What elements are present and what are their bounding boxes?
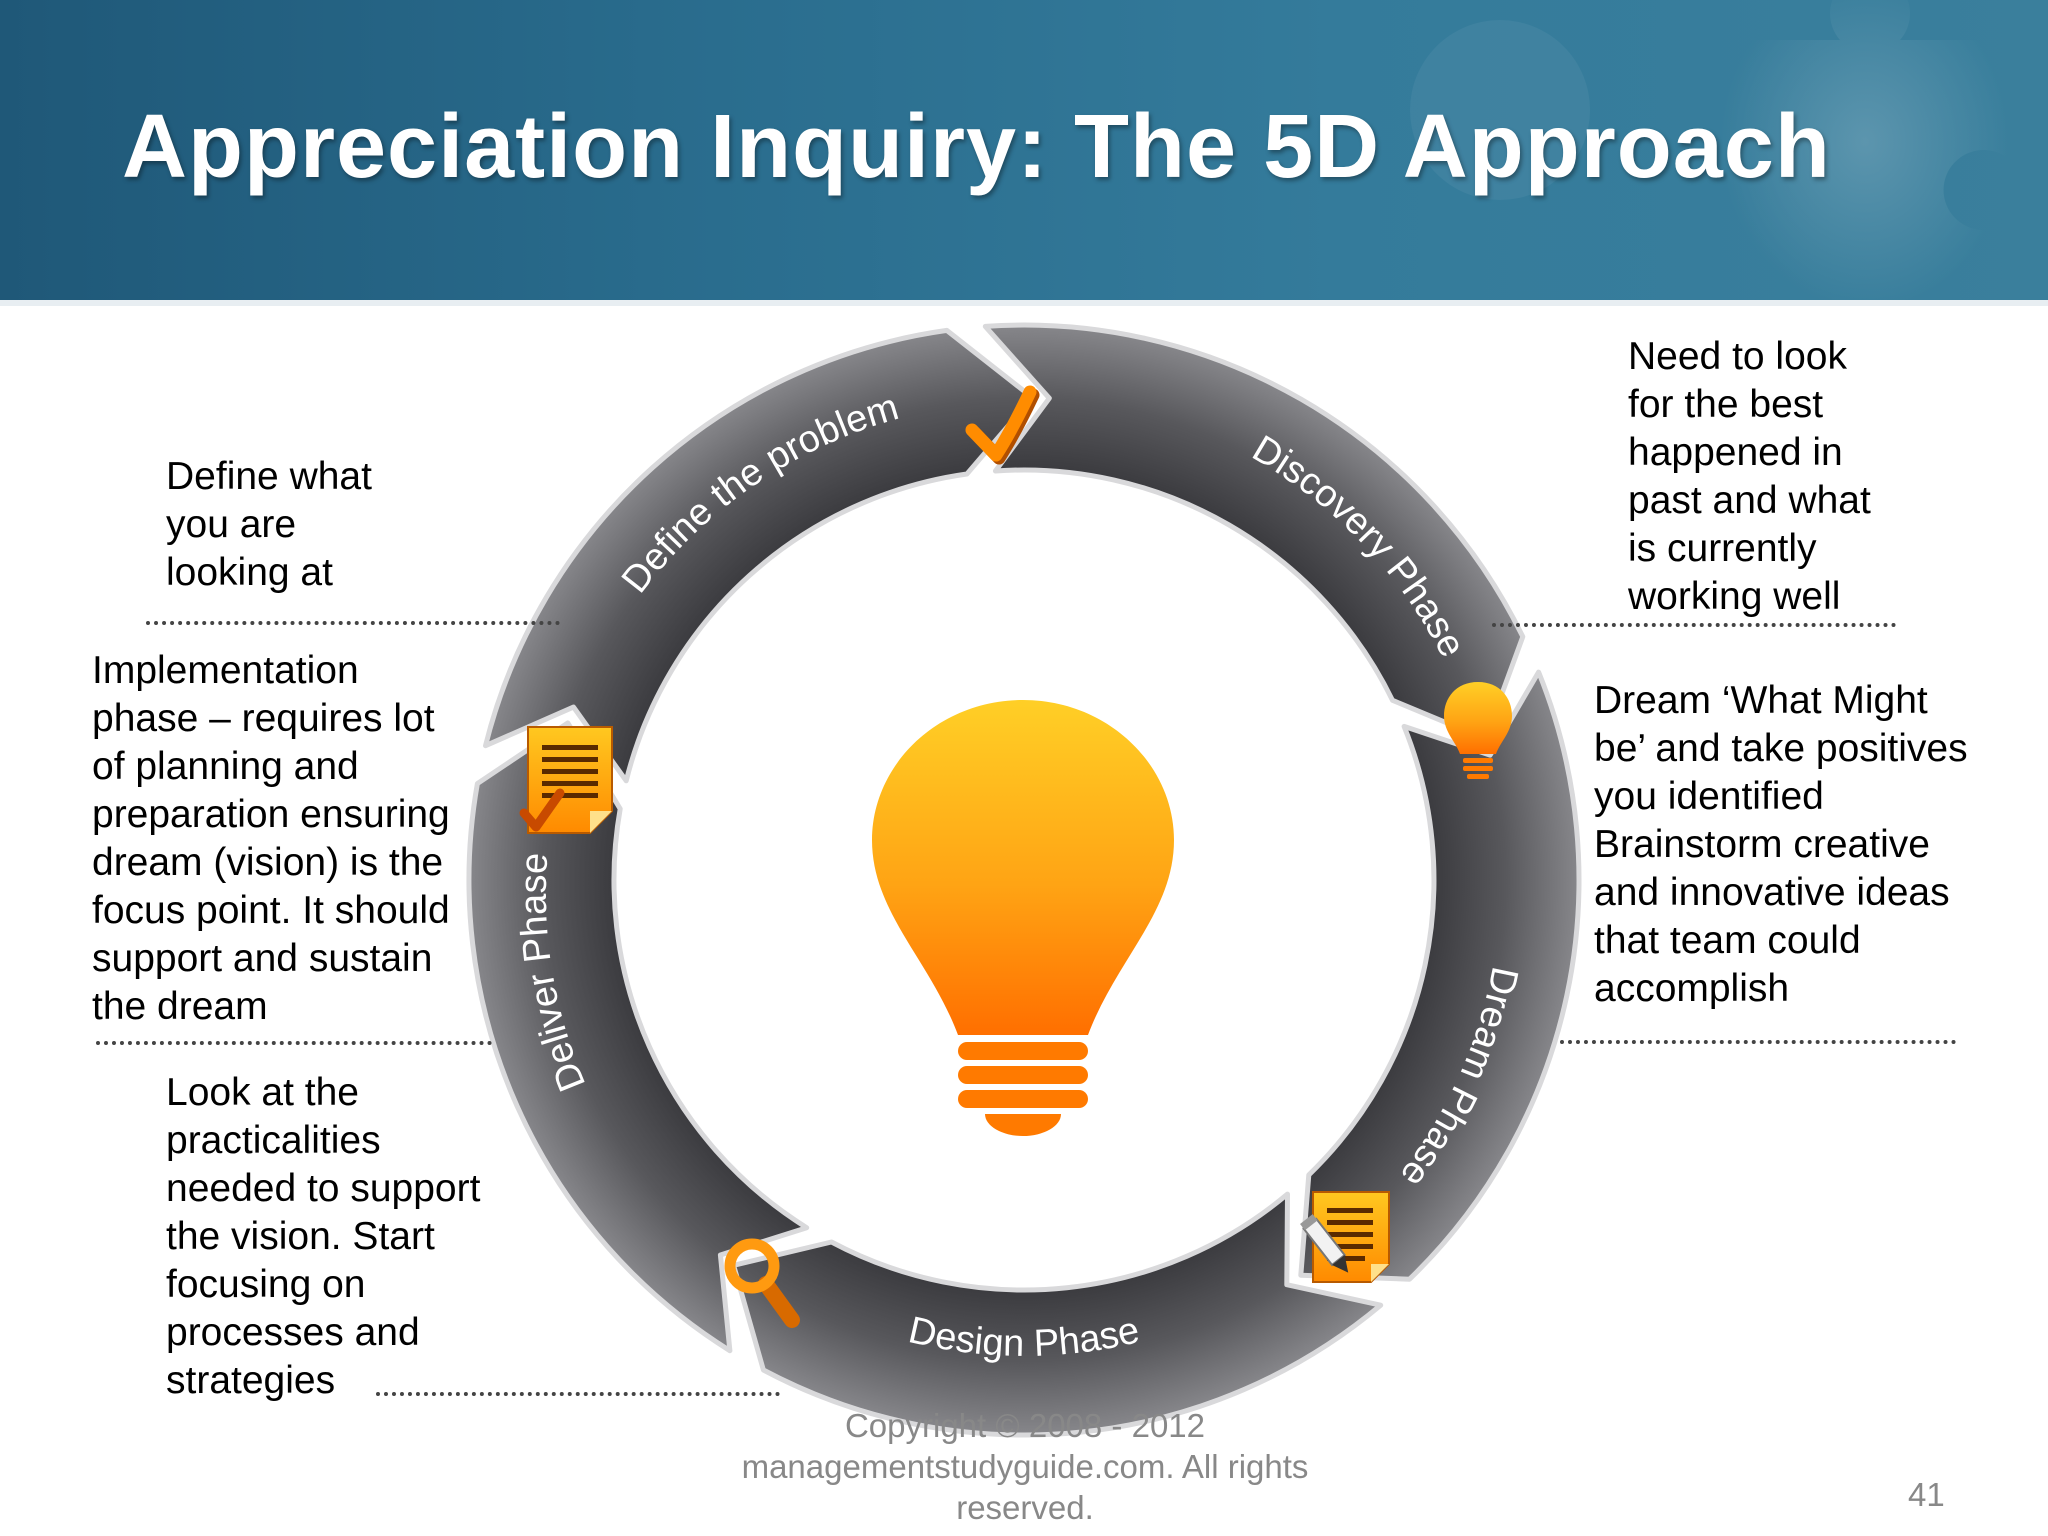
- note-define: Define what you are looking at: [166, 455, 372, 594]
- note-deliver: Implementation phase – requires lot of p…: [92, 649, 450, 1028]
- cycle-segment-define: [483, 327, 1035, 784]
- divider-dream: [1560, 1040, 1956, 1044]
- center-lightbulb-icon: [872, 700, 1174, 1136]
- notepad-pen-icon: [1300, 1191, 1390, 1283]
- divider-discovery: [1492, 623, 1896, 627]
- page-number: 41: [1908, 1476, 1945, 1513]
- checkmark-icon: [965, 385, 1040, 465]
- header-divider: [0, 300, 2048, 306]
- slide-title: Appreciation Inquiry: The 5D Approach: [122, 97, 1831, 197]
- lightbulb-icon: [1444, 682, 1512, 779]
- cycle-segment-dream: [1298, 669, 1582, 1282]
- note-discovery: Need to look for the best happened in pa…: [1628, 335, 1871, 618]
- note-design: Look at the practicalities needed to sup…: [166, 1071, 481, 1402]
- puzzle-background: [1410, 0, 2010, 306]
- note-dream: Dream ‘What Might be’ and take positives…: [1594, 679, 1968, 1010]
- divider-design: [376, 1392, 780, 1396]
- cycle-segment-discovery: [982, 322, 1526, 742]
- magnifier-icon: [724, 1238, 800, 1328]
- divider-deliver: [96, 1041, 492, 1045]
- title-banner: Appreciation Inquiry: The 5D Approach: [0, 0, 2048, 306]
- cycle-segment-design: [731, 1191, 1384, 1438]
- divider-define: [146, 621, 560, 625]
- copyright-footer: Copyright © 2008 - 2012 managementstudyg…: [741, 1407, 1309, 1526]
- cycle-segment-deliver: [466, 720, 810, 1354]
- notepad-check-icon: [519, 726, 613, 834]
